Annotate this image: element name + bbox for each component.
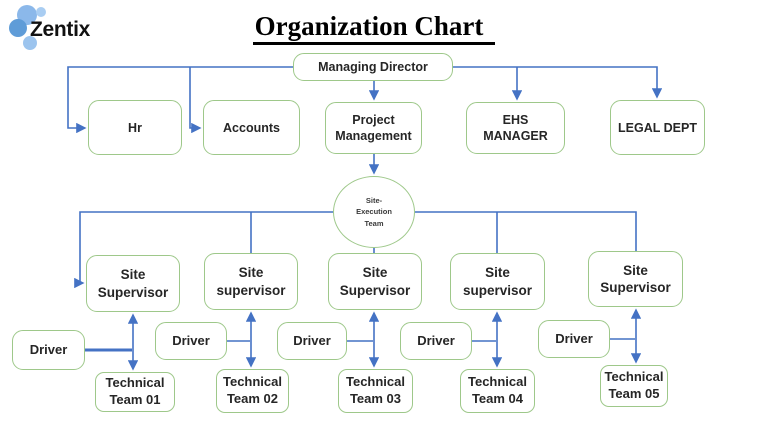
node-ehs-manager: EHS MANAGER (466, 102, 565, 154)
node-managing-director: Managing Director (293, 53, 453, 81)
zentix-logo: Zentix (4, 2, 144, 54)
node-driver-3: Driver (277, 322, 347, 360)
node-site-supervisor-5: Site Supervisor (588, 251, 683, 307)
node-site-supervisor-3: Site Supervisor (328, 253, 422, 310)
node-driver-4: Driver (400, 322, 472, 360)
node-site-execution-team: Site- Execution Team (333, 176, 415, 248)
zentix-logo-icon (9, 5, 46, 50)
node-driver-1: Driver (12, 330, 85, 370)
node-legal-dept: LEGAL DEPT (610, 100, 705, 155)
node-driver-2: Driver (155, 322, 227, 360)
node-technical-team-03: Technical Team 03 (338, 369, 413, 413)
node-site-supervisor-4: Site supervisor (450, 253, 545, 310)
node-hr: Hr (88, 100, 182, 155)
node-driver-5: Driver (538, 320, 610, 358)
brand-name: Zentix (30, 18, 91, 41)
hub-connectors (74, 211, 637, 289)
node-site-supervisor-1: Site Supervisor (86, 255, 180, 312)
page-title: Organization Chart (0, 11, 748, 45)
node-technical-team-01: Technical Team 01 (95, 372, 175, 412)
node-accounts: Accounts (203, 100, 300, 155)
team-connectors (85, 308, 642, 371)
node-site-supervisor-2: Site supervisor (204, 253, 298, 310)
node-technical-team-04: Technical Team 04 (460, 369, 535, 413)
node-technical-team-05: Technical Team 05 (600, 365, 668, 407)
node-project-management: Project Management (325, 102, 422, 154)
node-technical-team-02: Technical Team 02 (216, 369, 289, 413)
top-level-connectors (67, 66, 663, 175)
